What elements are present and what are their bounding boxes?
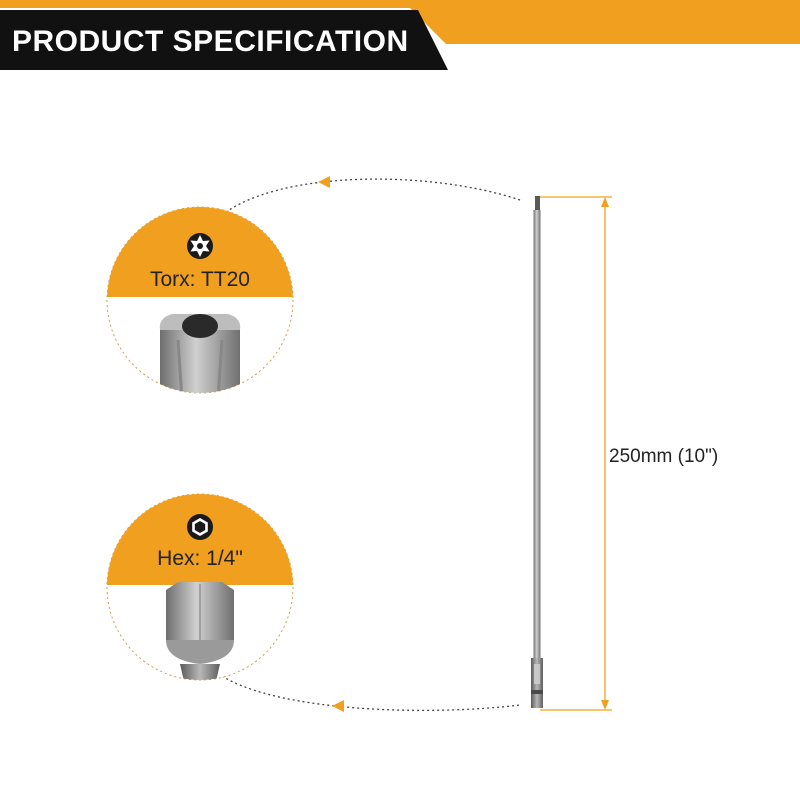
torx-callout bbox=[106, 206, 294, 394]
hex-icon bbox=[187, 514, 213, 540]
bottom-connector-arc bbox=[221, 675, 521, 712]
bit-tip bbox=[535, 196, 540, 210]
page-title: PRODUCT SPECIFICATION bbox=[12, 25, 409, 58]
header-banner bbox=[0, 0, 800, 70]
dimension-arrow-up-icon bbox=[601, 197, 609, 207]
bottom-arrow-icon bbox=[332, 700, 344, 712]
top-connector-arc bbox=[221, 178, 521, 216]
top-arrow-icon bbox=[318, 176, 330, 188]
torx-icon bbox=[187, 233, 213, 259]
bit-shaft bbox=[533, 210, 541, 658]
torx-size-label: Torx: TT20 bbox=[150, 268, 250, 291]
length-label: 250mm (10") bbox=[609, 446, 719, 467]
connector-arcs bbox=[221, 176, 521, 712]
screwdriver-bit bbox=[531, 196, 543, 708]
dimension-arrow-down-icon bbox=[601, 700, 609, 710]
banner-accent-stripe bbox=[0, 0, 800, 44]
length-dimension bbox=[540, 196, 612, 711]
banner-background bbox=[0, 10, 448, 70]
hex-callout bbox=[106, 493, 294, 681]
hex-size-label: Hex: 1/4" bbox=[157, 547, 243, 570]
